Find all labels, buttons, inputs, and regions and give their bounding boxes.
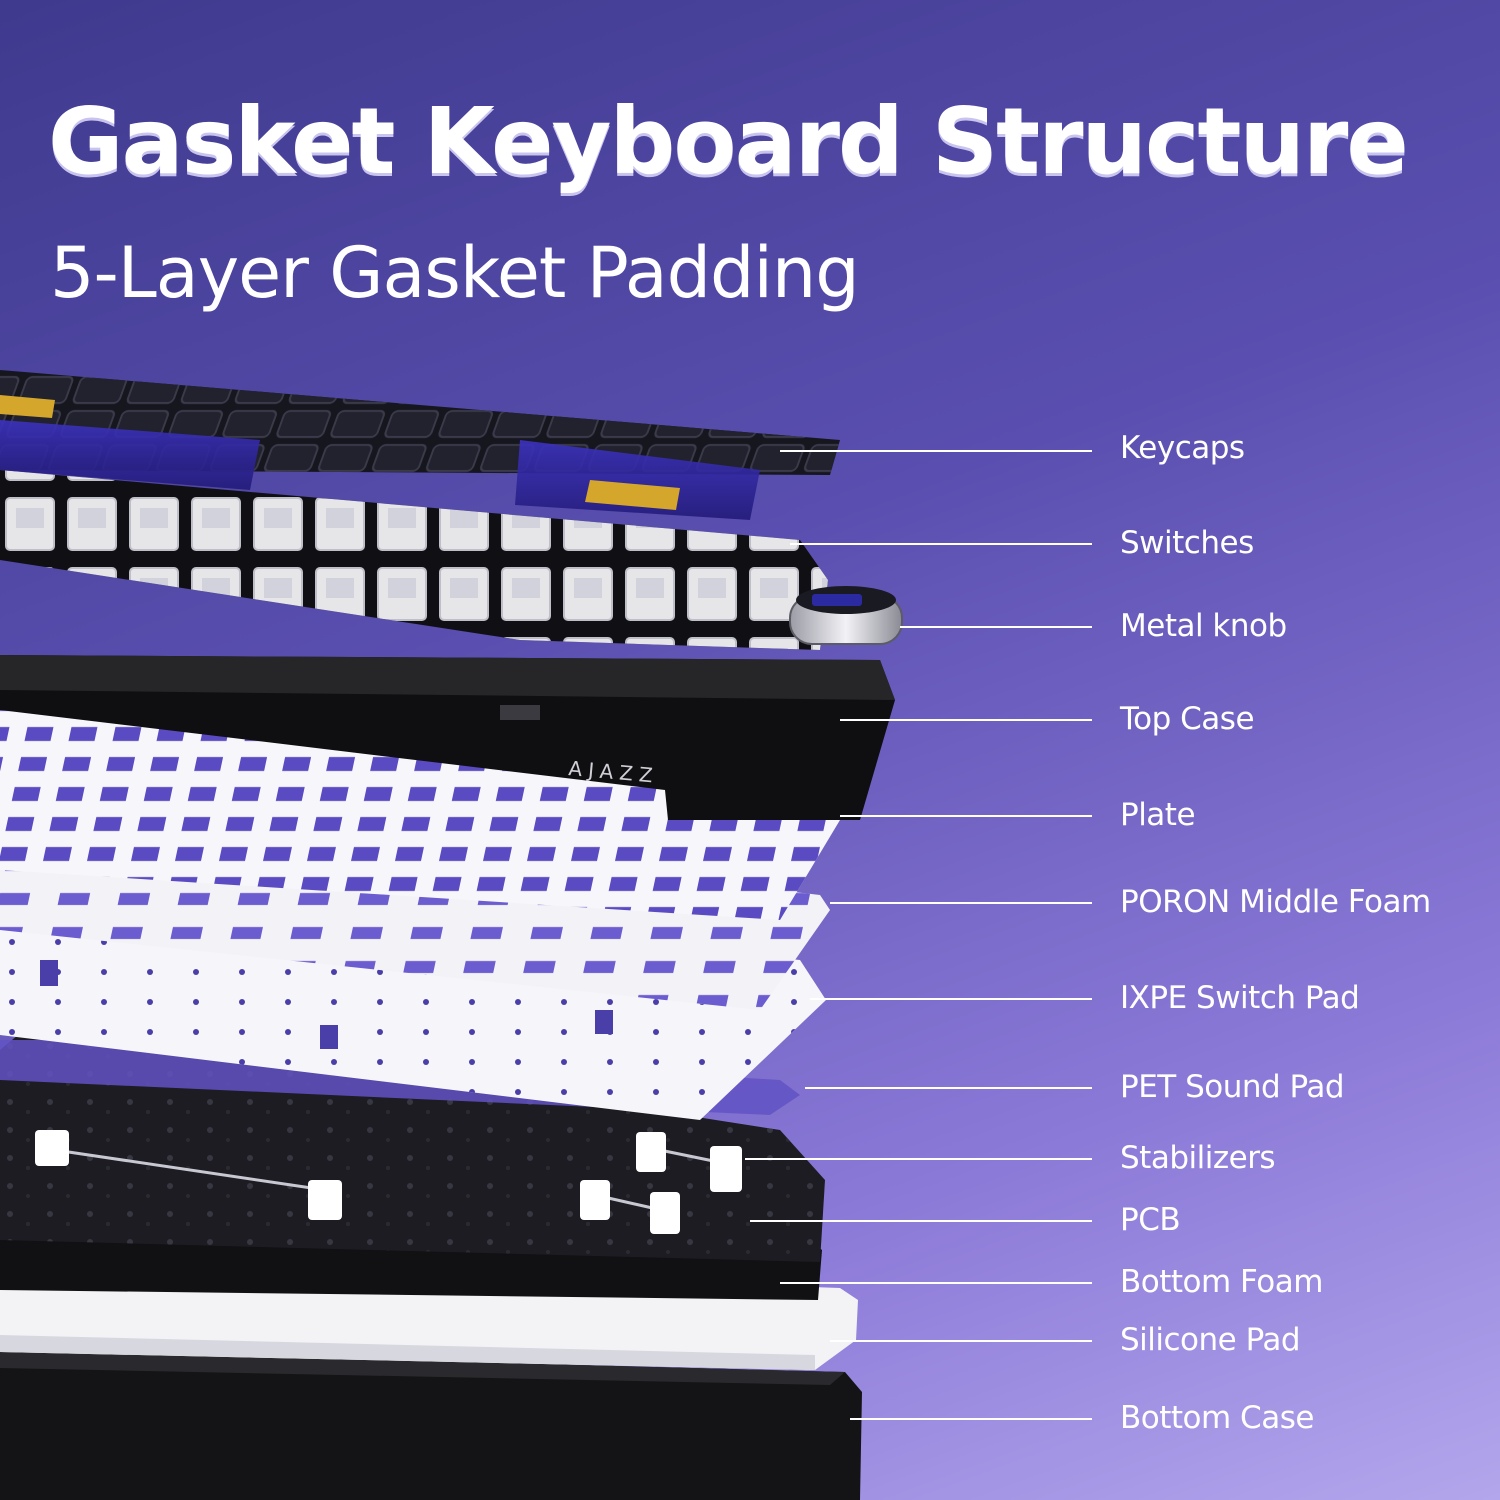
- callout-line-bottom-foam: [780, 1282, 1092, 1284]
- label-stabilizers: Stabilizers: [1120, 1140, 1276, 1176]
- accent-key: [0, 395, 55, 418]
- stabilizer-icon: [308, 1180, 342, 1220]
- top-case-layer: AJAZZ: [0, 655, 895, 820]
- callout-line-poron-middle-foam: [830, 902, 1092, 904]
- stabilizer-icon: [650, 1192, 680, 1234]
- label-pcb: PCB: [1120, 1202, 1181, 1238]
- callout-line-pcb: [750, 1220, 1092, 1222]
- label-keycaps: Keycaps: [1120, 430, 1245, 466]
- callout-line-top-case: [840, 719, 1092, 721]
- label-bottom-case: Bottom Case: [1120, 1400, 1314, 1436]
- callout-line-ixpe-switch-pad: [810, 998, 1092, 1000]
- stabilizer-icon: [710, 1146, 742, 1192]
- accent-key: [585, 480, 680, 510]
- metal-knob-layer: [789, 586, 903, 645]
- stabilizers-layer: [35, 1130, 742, 1234]
- label-poron-middle-foam: PORON Middle Foam: [1120, 884, 1431, 920]
- callout-line-metal-knob: [900, 626, 1092, 628]
- page-title: Gasket Keyboard Structure: [48, 88, 1409, 195]
- callout-line-bottom-case: [850, 1418, 1092, 1420]
- label-ixpe-switch-pad: IXPE Switch Pad: [1120, 980, 1360, 1016]
- callout-line-stabilizers: [745, 1158, 1092, 1160]
- callout-line-silicone-pad: [830, 1340, 1092, 1342]
- label-pet-sound-pad: PET Sound Pad: [1120, 1069, 1345, 1105]
- page-subtitle: 5-Layer Gasket Padding: [50, 232, 860, 314]
- label-top-case: Top Case: [1120, 701, 1255, 737]
- label-silicone-pad: Silicone Pad: [1120, 1322, 1301, 1358]
- label-switches: Switches: [1120, 525, 1254, 561]
- stabilizer-icon: [636, 1132, 666, 1172]
- keycaps-layer: [0, 370, 840, 520]
- callout-line-plate: [840, 815, 1092, 817]
- label-metal-knob: Metal knob: [1120, 608, 1287, 644]
- label-plate: Plate: [1120, 797, 1196, 833]
- label-bottom-foam: Bottom Foam: [1120, 1264, 1323, 1300]
- switches-layer: [0, 470, 828, 650]
- plate-layer: [0, 700, 840, 920]
- stabilizer-icon: [35, 1130, 69, 1166]
- callout-line-keycaps: [780, 450, 1092, 452]
- callout-line-pet-sound-pad: [805, 1087, 1092, 1089]
- bottom-case-layer: [0, 1350, 862, 1500]
- stabilizer-icon: [580, 1180, 610, 1220]
- callout-line-switches: [790, 543, 1092, 545]
